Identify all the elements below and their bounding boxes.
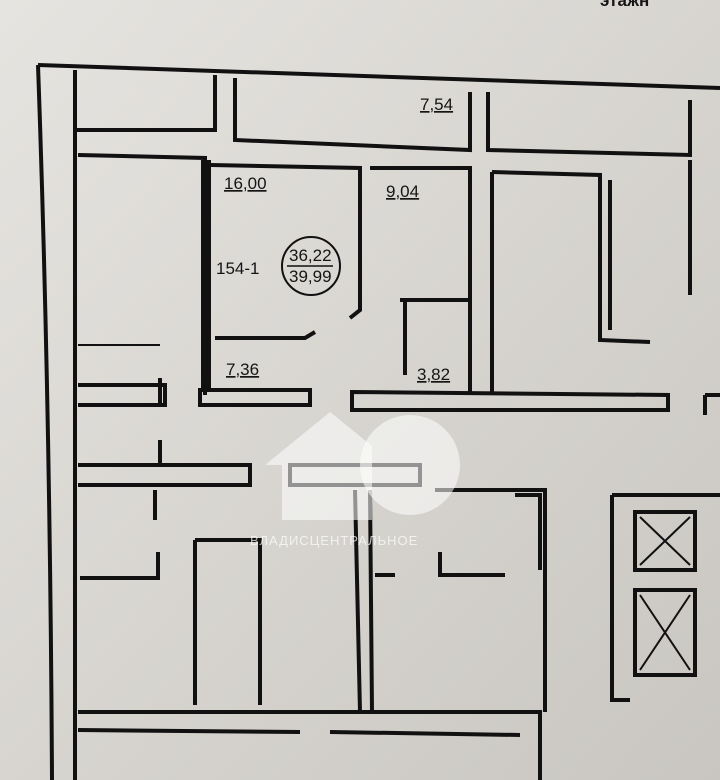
watermark-text: ВЛАДИСЦЕНТРАЛЬНОЕ	[250, 533, 418, 548]
bathroom-area: 3,82	[417, 365, 450, 384]
balcony-area: 7,54	[420, 95, 453, 114]
area-circle	[281, 236, 341, 296]
total-area: 39,99	[289, 267, 332, 286]
watermark: ВЛАДИСЦЕНТРАЛЬНОЕ	[250, 412, 460, 548]
room-area: 16,00	[224, 174, 267, 193]
walls	[36, 63, 720, 780]
living-area: 36,22	[289, 246, 332, 265]
room-labels: 7,54 16,00 9,04 154-1 36,22 39,99 7,36 3…	[216, 95, 453, 384]
hall-area: 7,36	[226, 360, 259, 379]
floor-title: этажн	[600, 0, 649, 10]
apartment-number: 154-1	[216, 259, 259, 278]
thick-wall	[201, 160, 211, 390]
kitchen-area: 9,04	[386, 182, 419, 201]
